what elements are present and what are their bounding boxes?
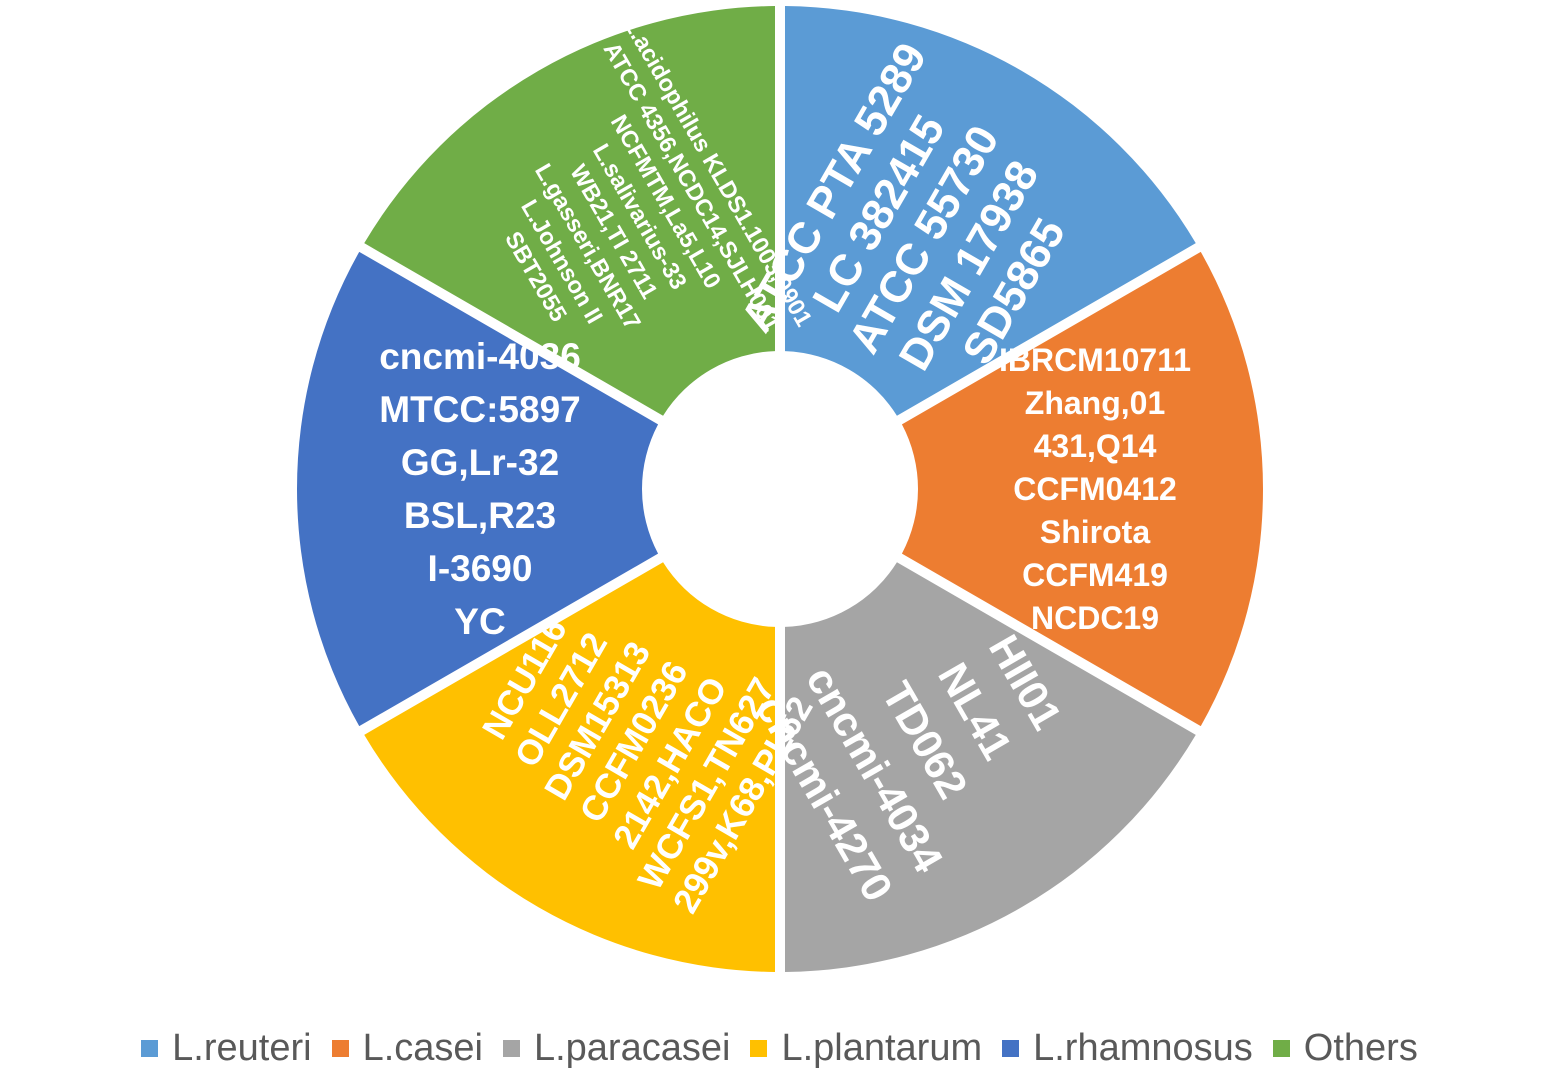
legend-swatch — [1272, 1039, 1290, 1057]
strain-label: I-3690 — [428, 548, 533, 589]
legend-swatch — [331, 1039, 349, 1057]
strain-label: NCDC19 — [1031, 600, 1159, 636]
legend-item-l-reuteri: L.reuteri — [141, 1026, 312, 1070]
legend-label: L.casei — [362, 1026, 483, 1069]
strain-label: YC — [454, 601, 505, 642]
legend-label: L.paracasei — [533, 1026, 731, 1069]
strain-label: 431,Q14 — [1034, 428, 1157, 464]
slice-l-casei — [901, 251, 1263, 727]
slice-l-plantarum — [364, 562, 776, 972]
strain-label: CCFM0412 — [1013, 471, 1177, 507]
legend-label: L.plantarum — [781, 1026, 983, 1069]
legend-swatch — [502, 1039, 520, 1057]
slice-labels-l-rhamnosus: cncmi-4036MTCC:5897GG,Lr-32BSL,R23I-3690… — [379, 336, 581, 642]
legend-swatch — [141, 1039, 159, 1057]
legend-swatch — [1002, 1039, 1020, 1057]
strain-label: MTCC:5897 — [379, 389, 581, 430]
slice-l-rhamnosus — [297, 251, 659, 727]
legend-label: Others — [1303, 1026, 1418, 1069]
legend-item-l-paracasei: L.paracasei — [502, 1026, 731, 1070]
slice-l-reuteri — [784, 6, 1196, 416]
chart-legend: L.reuteri L.casei L.paracasei L.plantarum L.… — [0, 1018, 1559, 1078]
legend-label: L.rhamnosus — [1033, 1026, 1253, 1069]
slice-others — [364, 6, 776, 416]
slice-labels-l-plantarum: NCU116OLL2712DSM15313CCFM02362142,HACOWC… — [475, 612, 821, 920]
strain-label: cncmi-4036 — [379, 336, 581, 377]
slice-l-paracasei — [784, 562, 1196, 972]
legend-item-l-plantarum: L.plantarum — [750, 1027, 982, 1070]
legend-item-others: Others — [1272, 1026, 1418, 1070]
strain-label: CCFM419 — [1022, 557, 1168, 593]
strain-label: GG,Lr-32 — [401, 442, 559, 483]
strain-label: IBRCM10711 — [999, 342, 1191, 378]
strain-label: BSL,R23 — [404, 495, 556, 536]
legend-label: L.reuteri — [172, 1026, 312, 1069]
legend-item-l-casei: L.casei — [331, 1026, 483, 1070]
strain-label: Zhang,01 — [1025, 385, 1165, 421]
legend-item-l-rhamnosus: L.rhamnosus — [1002, 1027, 1253, 1070]
legend-swatch — [750, 1039, 768, 1057]
strain-label: Shirota — [1040, 514, 1150, 550]
